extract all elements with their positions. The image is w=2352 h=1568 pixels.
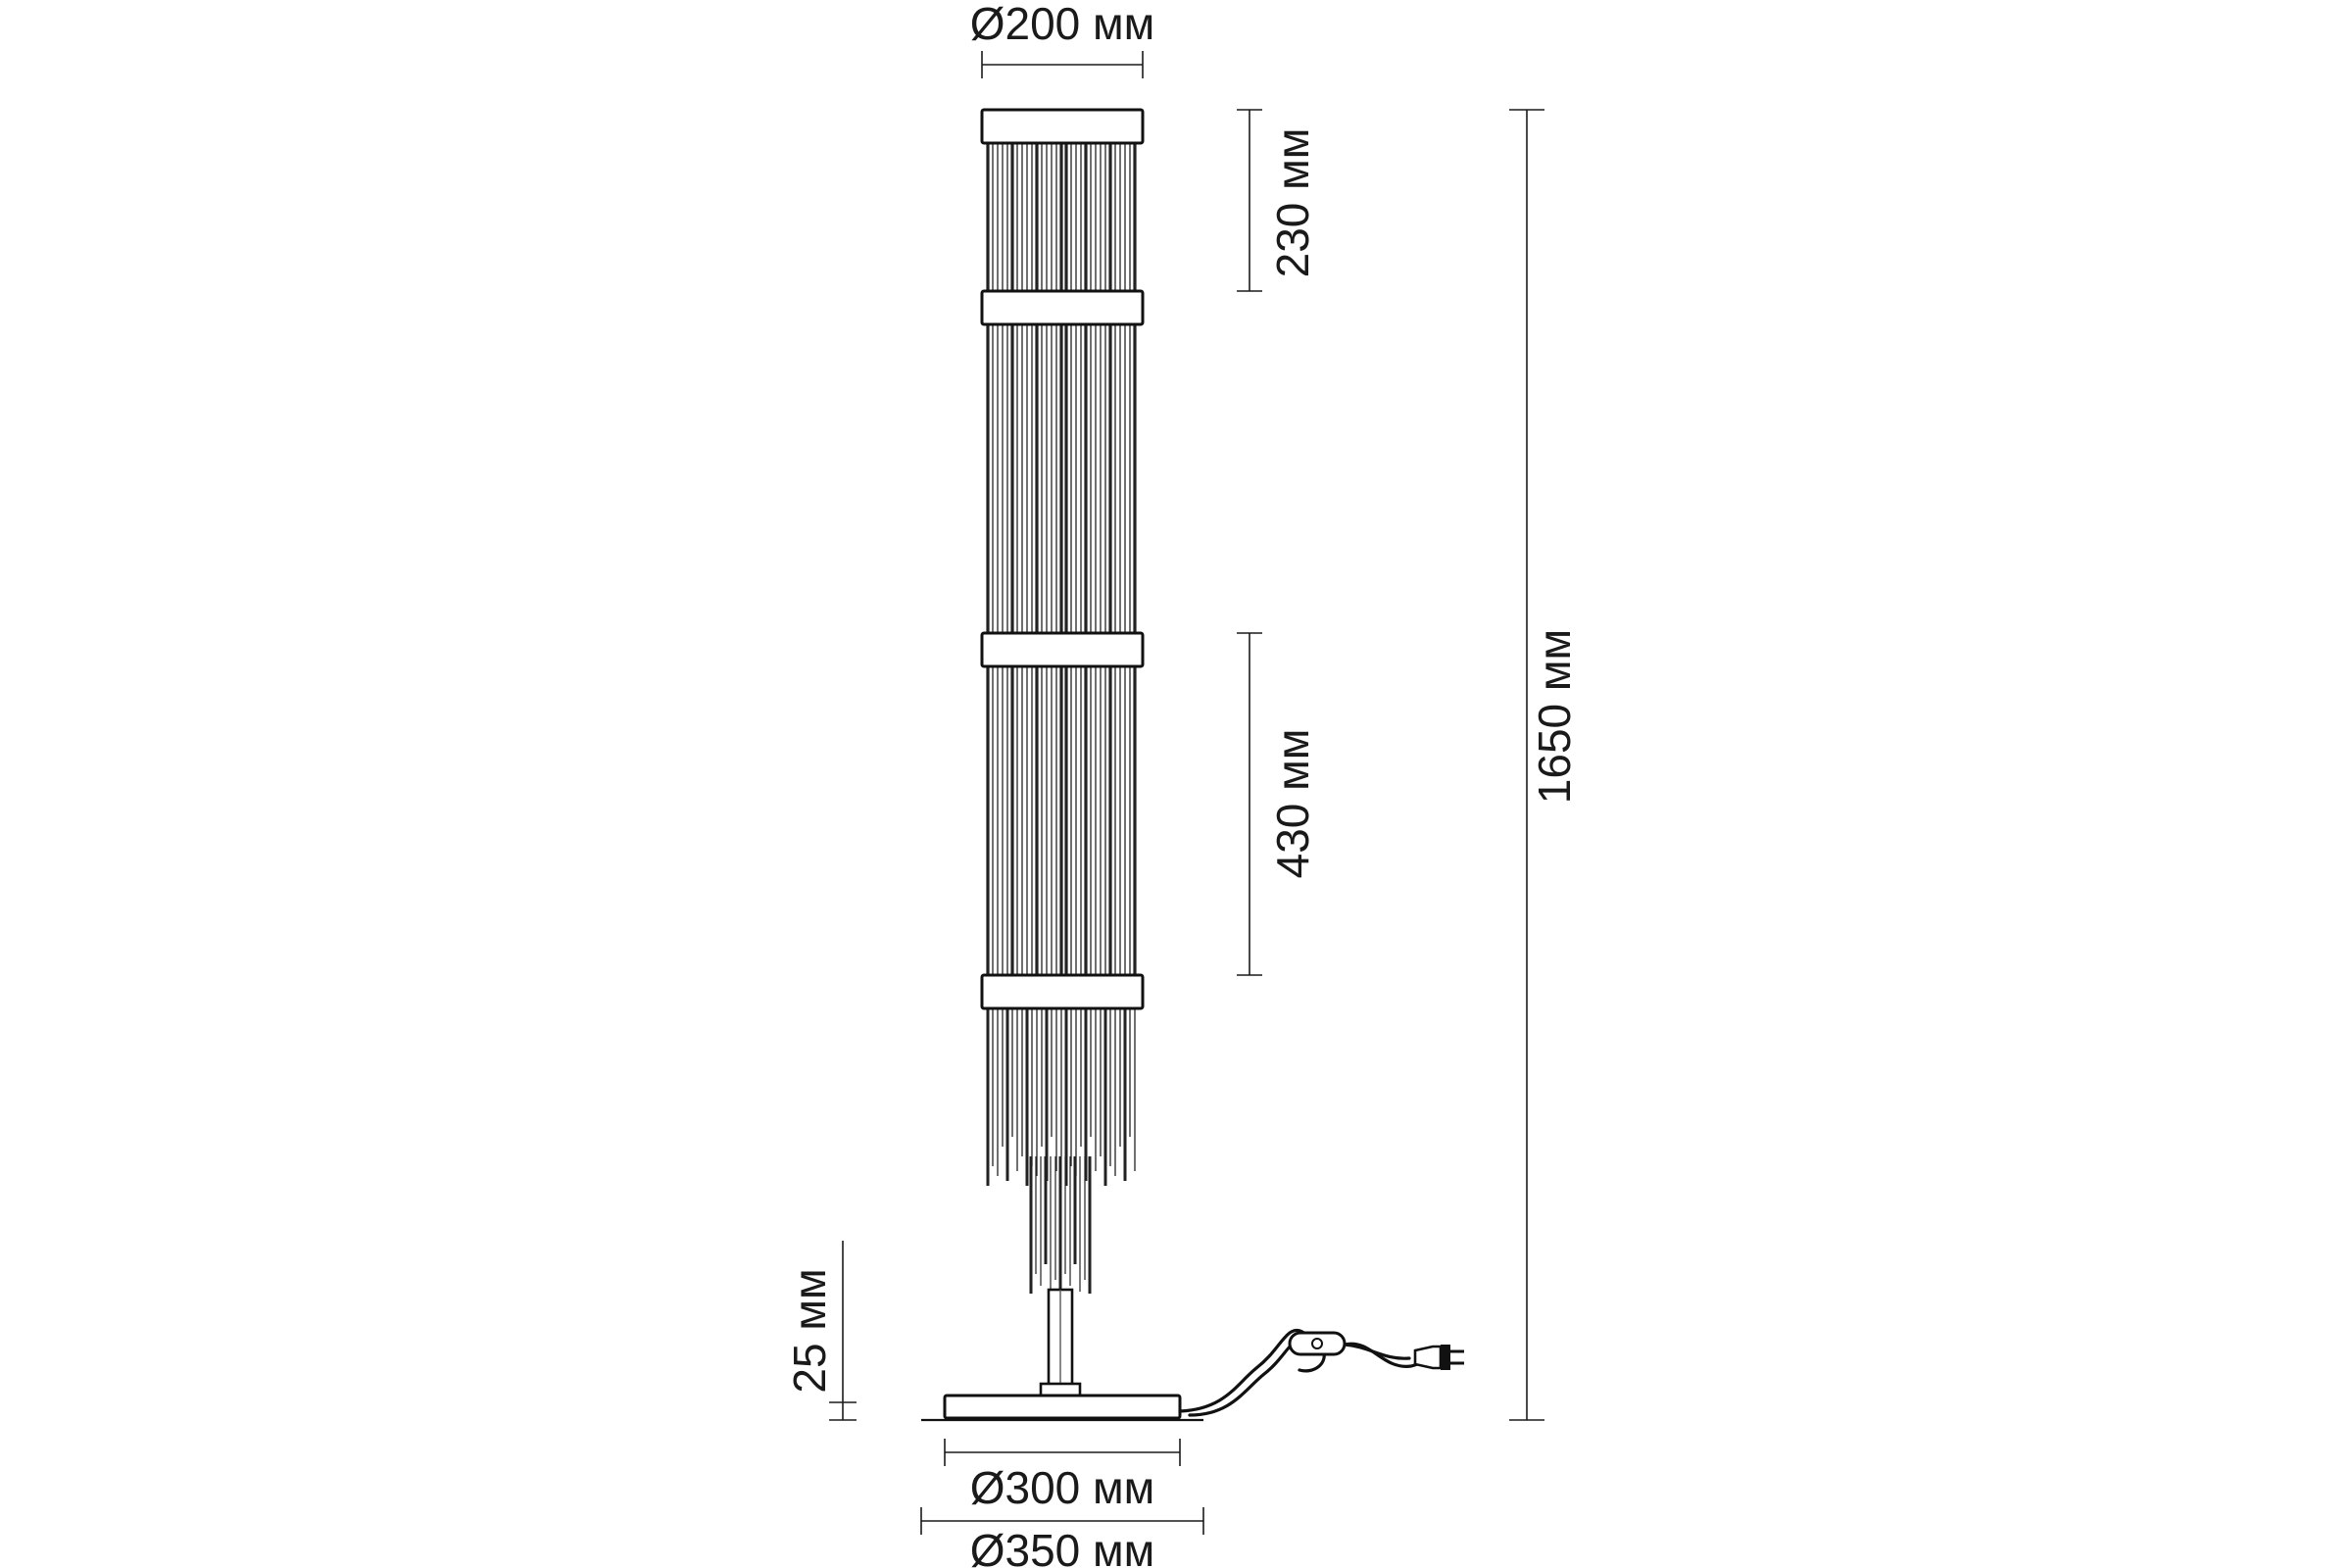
base-plate	[921, 1394, 1203, 1422]
base-thickness-label: 25 мм	[784, 1268, 835, 1393]
crystal-rods-lower-section	[986, 666, 1137, 975]
upper-ring	[980, 289, 1145, 326]
dimension-total-height: 1650 мм	[1509, 109, 1580, 1421]
plug-icon	[1413, 1345, 1464, 1370]
crystal-rods-hanging-fringe	[986, 1008, 1136, 1186]
lamp-body	[921, 108, 1203, 1422]
base-diameter-label: Ø300 мм	[970, 1462, 1155, 1513]
crystal-rods-middle-section	[986, 324, 1137, 633]
crystal-rods-top-section	[986, 143, 1137, 291]
dimension-base-thickness: 25 мм	[784, 1241, 857, 1421]
crystal-rods-inner-fringe	[1029, 1156, 1092, 1294]
inline-switch-icon	[1288, 1331, 1347, 1356]
footprint-diameter-label: Ø350 мм	[970, 1525, 1155, 1568]
dimension-top-section-height: 230 мм	[1237, 109, 1318, 292]
lamp-stem	[1039, 1288, 1082, 1397]
dimension-top-diameter: Ø200 мм	[970, 0, 1155, 78]
total-height-label: 1650 мм	[1529, 629, 1580, 804]
dimension-footprint-diameter: Ø350 мм	[920, 1507, 1204, 1568]
top-cap-ring	[980, 108, 1145, 145]
middle-ring	[980, 631, 1145, 668]
top-diameter-label: Ø200 мм	[970, 0, 1155, 49]
dimension-middle-section-height: 430 мм	[1237, 632, 1318, 976]
dimension-base-diameter: Ø300 мм	[944, 1439, 1181, 1513]
lower-ring	[980, 973, 1145, 1010]
middle-section-height-label: 430 мм	[1267, 729, 1318, 879]
top-section-height-label: 230 мм	[1267, 128, 1318, 278]
